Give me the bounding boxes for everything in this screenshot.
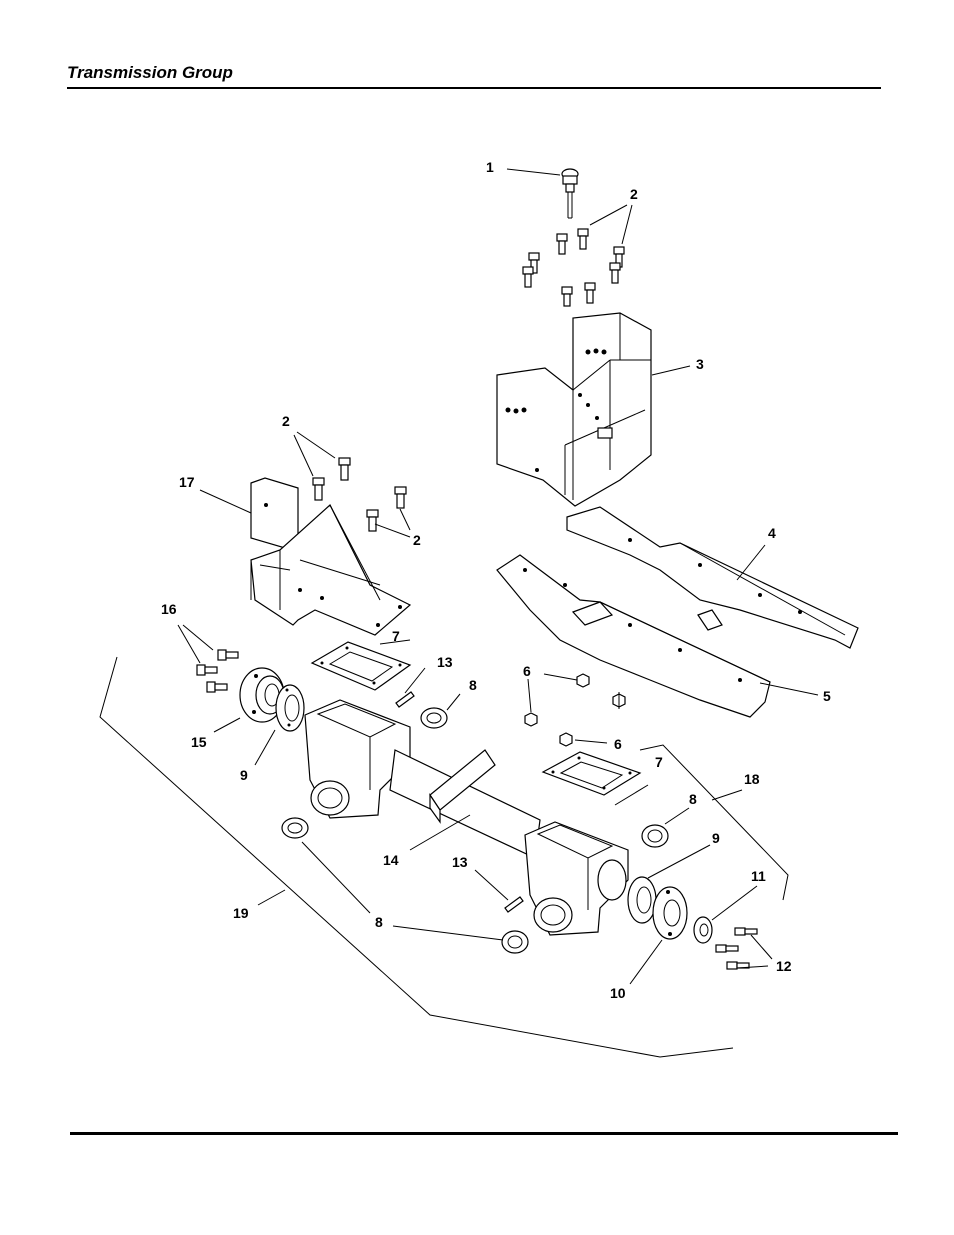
part-bolts-left (196, 649, 239, 693)
page-header: Transmission Group (67, 62, 881, 89)
callout-12: 12 (776, 958, 792, 974)
part-seal-plate-right (627, 876, 657, 924)
callout-11: 11 (751, 868, 766, 884)
callout-2-top: 2 (630, 186, 638, 202)
callout-2-low: 2 (413, 532, 421, 548)
callout-14: 14 (383, 852, 399, 868)
part-upper-rail (566, 506, 859, 649)
page-title: Transmission Group (67, 63, 233, 82)
callout-1: 1 (486, 159, 494, 175)
callout-3: 3 (696, 356, 704, 372)
callout-16: 16 (161, 601, 177, 617)
part-seal-b (641, 824, 669, 848)
leader-lines (99, 168, 819, 1058)
callout-4: 4 (768, 525, 776, 541)
callout-17: 17 (179, 474, 195, 490)
part-bolts-mid (312, 457, 407, 532)
part-seal-c (281, 817, 309, 839)
callout-6-lower: 6 (614, 736, 622, 752)
part-spring-pin-lower (504, 896, 524, 913)
header-rule (67, 87, 881, 89)
callout-13-upper: 13 (437, 654, 453, 670)
part-nuts (524, 673, 626, 747)
part-mounting-bracket (250, 477, 412, 636)
part-spring-pin-upper (395, 691, 415, 708)
callout-6-upper: 6 (523, 663, 531, 679)
callout-numbers: 1 2 3 4 5 2 2 17 16 7 13 8 6 6 15 9 7 18… (161, 159, 831, 1001)
callout-15: 15 (191, 734, 207, 750)
part-washer (693, 916, 713, 944)
part-lower-rail (496, 554, 771, 718)
callout-7-upper: 7 (392, 628, 400, 644)
part-dipstick (561, 168, 579, 219)
part-gasket-upper (310, 641, 412, 691)
part-flange-right (652, 886, 688, 940)
part-seal-a (420, 707, 448, 729)
callout-5: 5 (823, 688, 831, 704)
callout-7-lower: 7 (655, 754, 663, 770)
callout-19: 19 (233, 905, 249, 921)
callout-8-lower: 8 (375, 914, 383, 930)
callout-9-right: 9 (712, 830, 720, 846)
callout-8-upper: 8 (469, 677, 477, 693)
part-transmission-bracket (496, 312, 652, 507)
part-gasket-lower (541, 751, 642, 796)
part-bolts-right (715, 927, 758, 970)
callout-18: 18 (744, 771, 760, 787)
callout-9-left: 9 (240, 767, 248, 783)
callout-2-mid: 2 (282, 413, 290, 429)
footer-rule (70, 1132, 898, 1135)
part-seal-d (501, 930, 529, 954)
callout-10: 10 (610, 985, 626, 1001)
callout-13-lower: 13 (452, 854, 468, 870)
part-seal-plate-left (275, 684, 305, 732)
callout-8-right: 8 (689, 791, 697, 807)
part-axle-housing (304, 699, 629, 936)
part-bolts-top (522, 228, 625, 307)
